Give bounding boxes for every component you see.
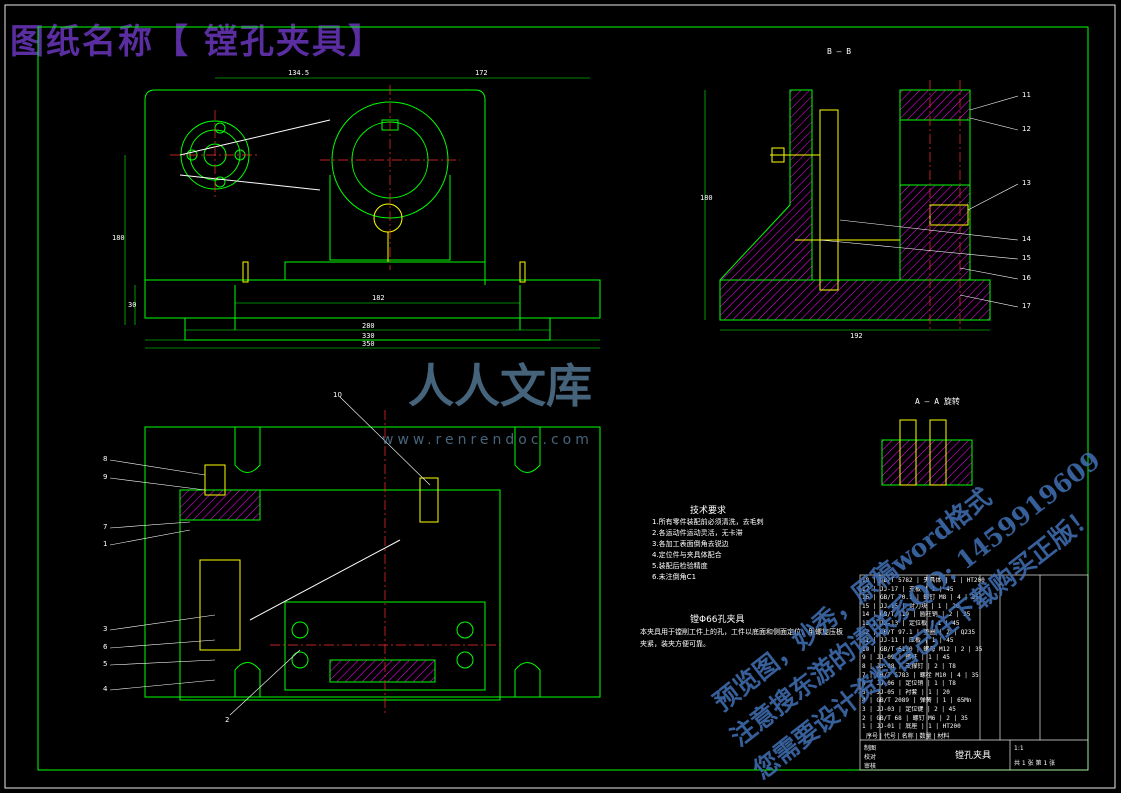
leader-lines	[109, 95, 1019, 716]
bom-row: 8 | JJ-08 | 支撑钉 | 2 | T8	[862, 662, 956, 670]
bom-row: 14 | GB/T 119 | 圆柱销 | 2 | 35	[862, 611, 971, 619]
bom-row: 12 | GB/T 97.1 | 垫圈 | 2 | Q235	[862, 628, 976, 636]
tb-label-review: 审核	[864, 763, 877, 770]
bom-row: 11 | JJ-11 | 压板 | 1 | 45	[862, 637, 954, 645]
balloon-14: 14	[1022, 235, 1031, 243]
section-bb-view	[719, 89, 991, 321]
balloon-6: 6	[103, 643, 108, 651]
section-aa-label: A — A 旋转	[915, 396, 960, 406]
dim-top-left: 134.5	[288, 69, 309, 77]
bom-row: 4 | GB/T 2089 | 弹簧 | 1 | 65Mn	[862, 697, 972, 705]
balloon-10: 10	[333, 391, 342, 399]
balloon-7: 7	[103, 523, 108, 531]
bom-row: 17 | JJ-17 | 支板 | 1 | 45	[862, 585, 954, 593]
dim-base2: 280	[362, 322, 375, 330]
watermark-url: www.renrendoc.com	[382, 432, 593, 448]
bom-row: 5 | JJ-05 | 衬套 | 1 | 20	[862, 688, 950, 696]
dim-base3: 330	[362, 332, 375, 340]
balloon-4: 4	[103, 685, 108, 693]
tech-req-6: 6.未注倒角C1	[652, 573, 697, 581]
dim-bb-height: 180	[700, 194, 713, 202]
balloon-8: 8	[103, 455, 108, 463]
inner-frame	[37, 26, 1089, 771]
bom-header: 序号 | 代号 | 名称 | 数量 | 材料	[866, 733, 950, 740]
front-view-dims	[124, 77, 600, 349]
tech-req-2: 2.各运动件运动灵活，无卡滞	[652, 529, 743, 537]
bom-row: 1 | JJ-01 | 底座 | 1 | HT200	[862, 723, 961, 731]
dim-base4: 350	[362, 340, 375, 348]
front-view-centerlines	[170, 85, 460, 270]
bom-row: 10 | GB/T 6170 | 螺母 M12 | 2 | 35	[862, 645, 983, 653]
tb-scale: 1:1	[1014, 745, 1024, 752]
watermark-logo: 人人文库	[408, 359, 592, 413]
bom-row: 16 | GB/T 70.1 | 螺钉 M8 | 4 | 35	[862, 594, 979, 602]
tb-sheet: 共 1 张 第 1 张	[1014, 760, 1056, 767]
dim-bb-width: 192	[850, 332, 863, 340]
fixture-desc: 本夹具用于镗削工件上的孔，工件以底面和侧面定位，用螺旋压板夹紧，装夹方便可靠。	[640, 628, 843, 648]
bom-row: 3 | JJ-03 | 定位键 | 2 | 45	[862, 705, 956, 713]
bom-frame	[859, 574, 1089, 771]
tb-label-check: 校对	[864, 754, 877, 761]
bom-row: 2 | GB/T 68 | 螺钉 M6 | 2 | 35	[862, 714, 968, 722]
bom-row: 15 | JJ-15 | 对刀块 | 1 | 20	[862, 602, 960, 610]
dim-height-left: 180	[112, 234, 125, 242]
top-view	[144, 426, 601, 701]
balloon-1: 1	[103, 540, 108, 548]
balloon-5: 5	[103, 660, 108, 668]
balloon-9: 9	[103, 473, 108, 481]
balloon-3: 3	[103, 625, 108, 633]
bom-row: 18 | GB/T 5782 | 夹具体 | 1 | HT200	[862, 577, 985, 584]
balloon-16: 16	[1022, 274, 1031, 282]
bom-row: 9 | JJ-09 | 螺杆 | 1 | 45	[862, 654, 950, 662]
tb-label-draw: 制图	[864, 745, 877, 752]
dim-small-left: 30	[128, 301, 136, 309]
tb-name: 镗孔夹具	[955, 751, 992, 761]
drawing-title: 图纸名称【 镗孔夹具】	[10, 22, 384, 62]
tech-req-4: 4.定位件与夹具体配合	[652, 551, 722, 559]
tech-req-title: 技术要求	[690, 506, 727, 516]
balloon-2: 2	[225, 716, 230, 724]
balloon-12: 12	[1022, 125, 1031, 133]
bom-row: 7 | GB/T 5783 | 螺栓 M10 | 4 | 35	[862, 671, 979, 679]
balloon-17: 17	[1022, 302, 1031, 310]
balloon-15: 15	[1022, 254, 1031, 262]
balloon-11: 11	[1022, 91, 1031, 99]
dim-base1: 182	[372, 294, 385, 302]
bom-row: 6 | JJ-06 | 定位销 | 1 | T8	[862, 680, 956, 688]
tech-req-3: 3.各加工表面倒角去锐边	[652, 540, 729, 548]
outer-frame	[4, 4, 1116, 789]
tech-req-5: 5.装配后检验精度	[652, 562, 708, 570]
bom-row: 13 | JJ-13 | 定位板 | 1 | 45	[862, 619, 960, 627]
front-view	[144, 89, 601, 341]
section-bb-label: B — B	[827, 47, 851, 56]
balloon-13: 13	[1022, 179, 1031, 187]
section-aa-view	[881, 419, 973, 486]
dim-top-right: 172	[475, 69, 488, 77]
fixture-title: 镗Φ66孔夹具	[690, 615, 745, 625]
tech-req-1: 1.所有零件装配前必须清洗，去毛刺	[652, 518, 764, 526]
